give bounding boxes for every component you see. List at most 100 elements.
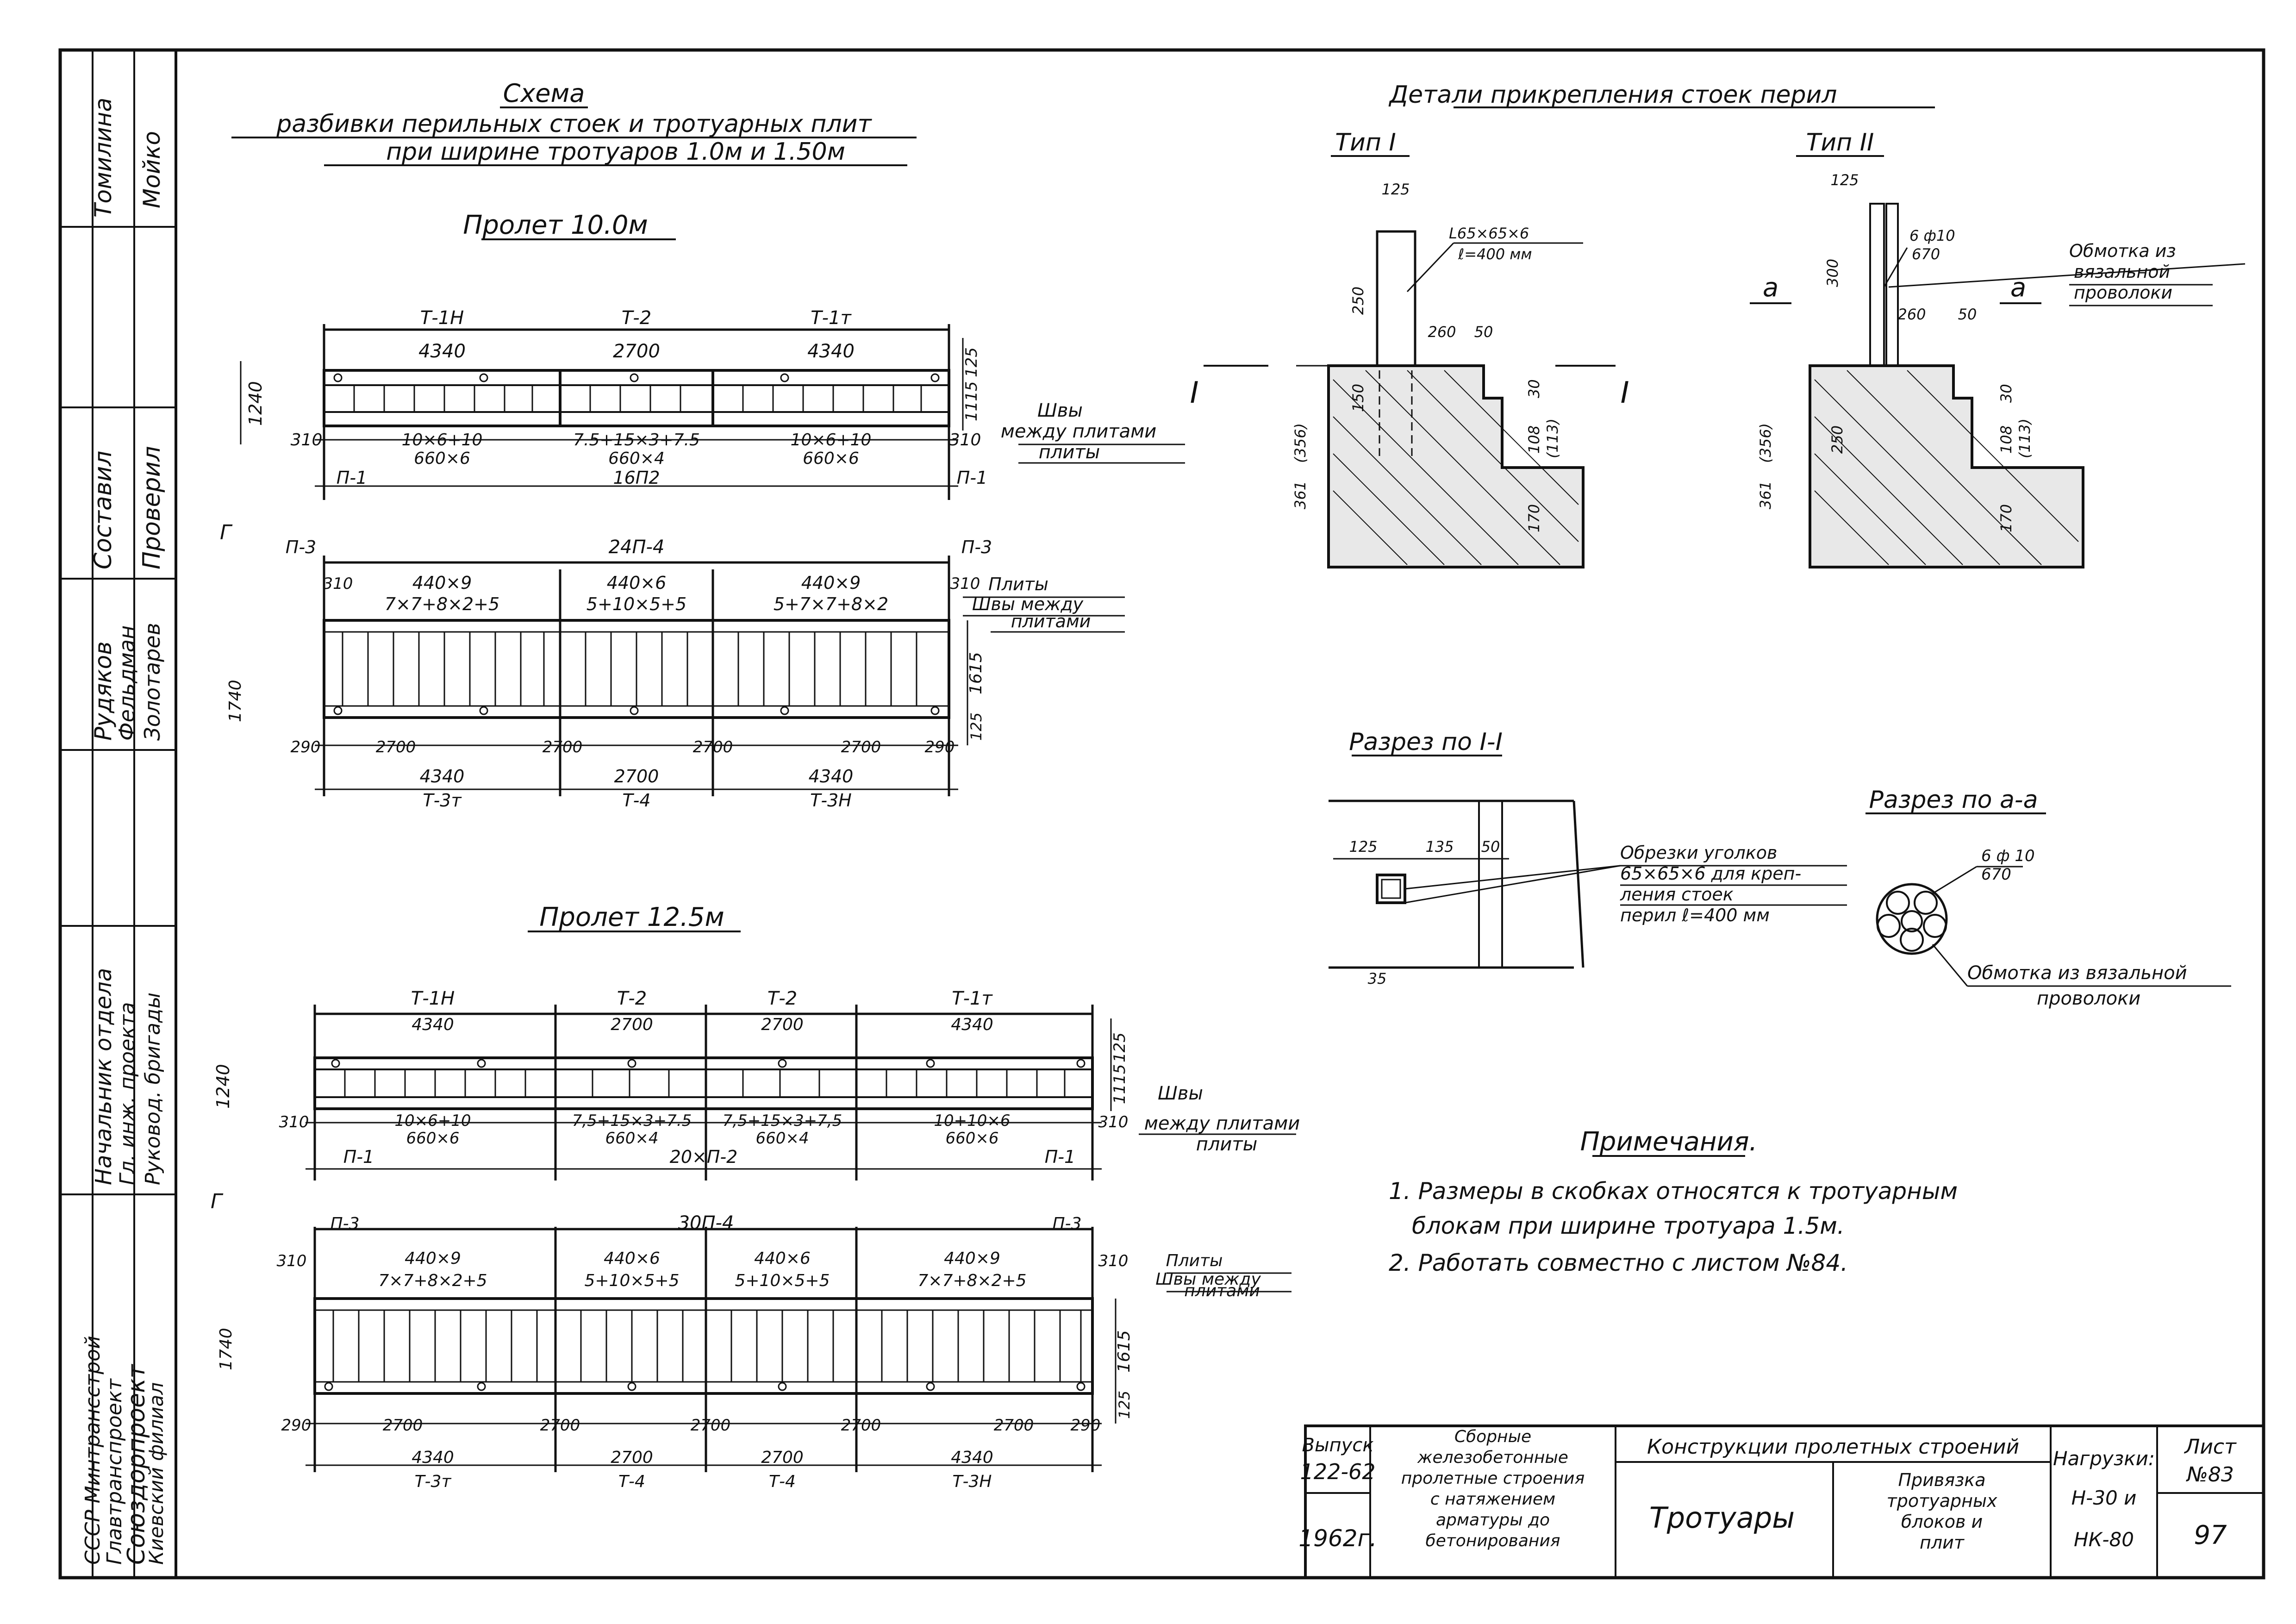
notes-title: Примечания.: [1580, 1127, 1758, 1157]
span125-top-posts: [331, 1059, 1086, 1068]
svg-text:7,5+15×3+7.5: 7,5+15×3+7.5: [572, 1112, 692, 1130]
type1-detail: Тип I 125 250 260 50 150 30 108 (113): [1190, 129, 1629, 568]
svg-text:150: 150: [1349, 384, 1367, 412]
svg-text:250: 250: [1349, 287, 1367, 315]
svg-text:310: 310: [323, 575, 353, 593]
svg-text:4340: 4340: [951, 1015, 993, 1034]
stamp-name: Фельдман: [114, 625, 139, 741]
svg-text:5+7×7+8×2: 5+7×7+8×2: [774, 594, 888, 614]
span10-bottom-plate-ribs: [342, 632, 917, 706]
svg-text:10×6+10: 10×6+10: [394, 1112, 471, 1130]
block-length: 4340: [418, 341, 466, 362]
svg-text:Т-1Н: Т-1Н: [411, 988, 455, 1009]
svg-text:260: 260: [1428, 323, 1456, 341]
title-block: Выпуск 122-62 1962г. Сборные железобетон…: [1298, 1424, 2265, 1579]
type2-detail: Тип II 125 300 260 50 250 30 108 (113) 1…: [1750, 129, 2246, 568]
stamp-org: Союздорпроект: [123, 1363, 150, 1565]
svg-text:440×9: 440×9: [405, 1249, 461, 1268]
svg-text:1240: 1240: [213, 1064, 233, 1109]
svg-text:П-3: П-3: [331, 1214, 360, 1233]
side-stamp: Начальник отдела Гл. инж. проекта Руково…: [81, 98, 168, 1565]
span125-top-strip: [306, 1005, 1102, 1181]
svg-text:(356): (356): [1292, 423, 1309, 463]
block-label: Т-2: [622, 307, 651, 329]
svg-text:проволоки: проволоки: [2074, 282, 2172, 303]
svg-text:660×6: 660×6: [945, 1129, 998, 1148]
seams-label: между плитами: [1001, 421, 1157, 442]
svg-text:10+10×6: 10+10×6: [934, 1112, 1010, 1130]
svg-text:30: 30: [1997, 384, 2015, 403]
stamp-name: Рудяков: [90, 641, 117, 741]
svg-text:I: I: [1621, 376, 1629, 410]
svg-text:125: 125: [1349, 838, 1377, 856]
svg-text:Конструкции пролетных строений: Конструкции пролетных строений: [1647, 1435, 2019, 1459]
svg-text:660×4: 660×4: [605, 1129, 658, 1148]
svg-text:Т-4: Т-4: [769, 1472, 796, 1491]
type1-dims: 125 250 260 50 150 30 108 (113) 170 361 …: [1292, 181, 1561, 532]
svg-text:125: 125: [962, 347, 981, 377]
svg-text:2700: 2700: [693, 738, 733, 756]
svg-text:Т-3т: Т-3т: [423, 790, 462, 811]
svg-text:30: 30: [1525, 379, 1543, 398]
svg-text:5+10×5+5: 5+10×5+5: [584, 1271, 679, 1290]
svg-text:440×6: 440×6: [607, 573, 667, 593]
svg-text:2700: 2700: [841, 1416, 881, 1435]
svg-text:1240: 1240: [245, 381, 266, 426]
svg-text:2700: 2700: [611, 1448, 653, 1467]
svg-text:L65×65×6: L65×65×6: [1449, 225, 1529, 242]
span10-group: Пролет 10.0м: [220, 210, 1185, 811]
svg-text:125: 125: [1116, 1391, 1133, 1419]
svg-text:2700: 2700: [691, 1416, 731, 1435]
svg-text:1115: 1115: [962, 381, 981, 421]
svg-text:670: 670: [1981, 865, 2011, 884]
plate-count: 660×4: [608, 449, 665, 468]
svg-text:5+10×5+5: 5+10×5+5: [586, 594, 686, 614]
svg-text:7×7+8×2+5: 7×7+8×2+5: [917, 1271, 1026, 1290]
svg-text:Т-1т: Т-1т: [952, 988, 993, 1009]
details-title: Детали прикрепления стоек перил: [1388, 81, 1837, 109]
sheet-frame: [58, 48, 2265, 1580]
svg-text:1615: 1615: [967, 652, 986, 694]
svg-text:бетонирования: бетонирования: [1425, 1531, 1560, 1550]
svg-text:Разрез по I-I: Разрез по I-I: [1349, 728, 1503, 756]
svg-text:50: 50: [1481, 838, 1500, 856]
stamp-role: Составил: [89, 450, 117, 569]
svg-text:П-3: П-3: [286, 537, 316, 557]
svg-text:(356): (356): [1757, 423, 1774, 463]
svg-text:310: 310: [277, 1252, 307, 1270]
gap-label: Г: [220, 521, 233, 544]
svg-text:Т-3Н: Т-3Н: [810, 790, 852, 811]
plate-label: 16П2: [613, 468, 660, 488]
span10-bottom-strip: [315, 556, 958, 796]
stamp-org: Киевский филиал: [145, 1382, 168, 1565]
svg-text:(113): (113): [2016, 418, 2034, 458]
svg-text:310: 310: [1098, 1252, 1129, 1270]
svg-text:440×6: 440×6: [604, 1249, 660, 1268]
svg-text:Т-4: Т-4: [618, 1472, 645, 1491]
section-1-1: Разрез по I-I 125 135 50 35 Обрезки угол…: [1329, 728, 1847, 987]
svg-text:2700: 2700: [540, 1416, 580, 1435]
svg-text:НК-80: НК-80: [2074, 1528, 2134, 1551]
svg-text:4340: 4340: [412, 1015, 454, 1034]
span125-bottom-side-dims: 1740 1615 125: [217, 1272, 1292, 1424]
svg-text:Т-3т: Т-3т: [415, 1472, 452, 1491]
svg-text:Плиты: Плиты: [1166, 1251, 1223, 1270]
seams-label: плиты: [1039, 442, 1100, 463]
svg-text:290: 290: [281, 1416, 312, 1435]
title-line-2: разбивки перильных стоек и тротуарных пл…: [276, 110, 872, 138]
note-line: 2. Работать совместно с листом №84.: [1389, 1249, 1848, 1276]
svg-text:135: 135: [1425, 838, 1454, 856]
stamp-role: Гл. инж. проекта: [116, 1002, 139, 1185]
seams-label: Швы: [1037, 400, 1083, 421]
svg-text:№83: №83: [2185, 1463, 2234, 1487]
type2-dims: 125 300 260 50 250 30 108 (113) 170 361 …: [1757, 171, 2034, 532]
svg-text:108: 108: [1525, 425, 1543, 454]
span10-top-labels: Т-1Н Т-2 Т-1т 4340 2700 4340 10×6+10 7.5…: [291, 307, 1157, 488]
svg-text:блоков и: блоков и: [1901, 1512, 1983, 1532]
edge-dim: 310: [949, 431, 981, 450]
hatching: [1814, 370, 2079, 565]
plate-label: П-1: [337, 468, 367, 488]
svg-text:Привязка: Привязка: [1898, 1470, 1985, 1490]
span10-bottom-labels: П-3 П-3 24П-4 440×9 440×6 440×9 7×7+8×2+…: [286, 537, 1091, 811]
